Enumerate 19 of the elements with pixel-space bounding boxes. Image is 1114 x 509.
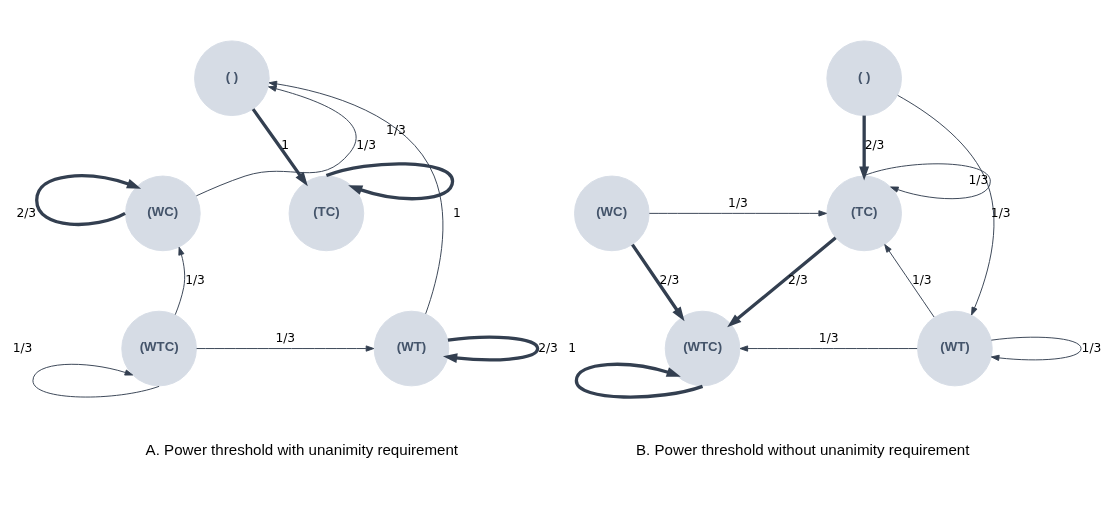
edge-label: 1/3 bbox=[728, 196, 748, 211]
edge-label: 1/3 bbox=[275, 331, 296, 346]
edge-label: 2/3 bbox=[659, 273, 680, 288]
edge-label: 2/3 bbox=[788, 273, 808, 288]
edge-label: 1/3 bbox=[356, 138, 376, 153]
edge-label: 1/3 bbox=[968, 173, 989, 188]
edge-label: 1 bbox=[568, 340, 577, 355]
edge-label: 1/3 bbox=[12, 340, 33, 355]
edge-label: 1 bbox=[281, 138, 290, 153]
edge-label: 2/3 bbox=[16, 205, 37, 220]
label: B. Power threshold without unanimity requirement bbox=[636, 440, 970, 458]
edge-label: 1/3 bbox=[1081, 340, 1102, 355]
edge-label: 1/3 bbox=[185, 273, 205, 288]
edge-label: 1/3 bbox=[818, 331, 839, 346]
edge-label: 1/3 bbox=[386, 122, 406, 137]
label: A. Power threshold with unanimity requirement bbox=[145, 440, 459, 458]
edge-label: 1/3 bbox=[911, 273, 932, 288]
edge-label: 2/3 bbox=[538, 340, 558, 355]
edge-label: 1 bbox=[452, 205, 461, 220]
